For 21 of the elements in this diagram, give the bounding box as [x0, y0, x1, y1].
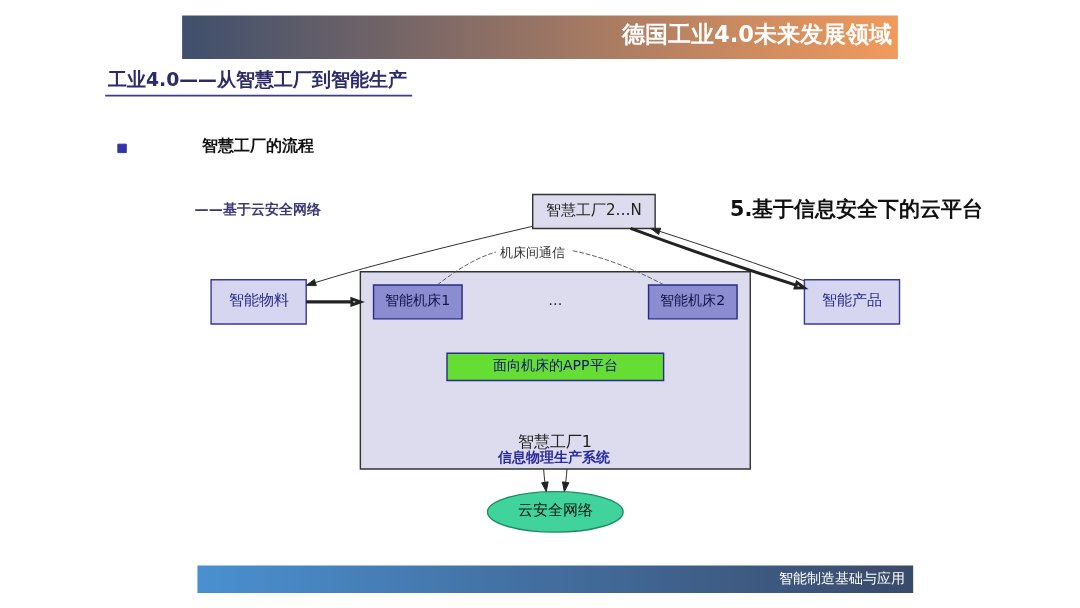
node-box: 智能机床1 [372, 284, 463, 320]
arrow [541, 468, 549, 493]
diagram-title: 德国工业4.0未来发展领域 [621, 21, 892, 48]
node-box: 智能产品 [803, 279, 901, 325]
arrow [650, 227, 805, 282]
node-ellipse: 云安全网络 [486, 490, 624, 533]
node-box: 智慧工厂2…N [532, 193, 656, 230]
node-box: 面向机床的APP平台 [446, 352, 665, 382]
arrow [630, 227, 809, 290]
label: 智慧工厂的流程 [201, 136, 314, 156]
label: ——基于云安全网络 [194, 200, 321, 217]
node-box: 智能机床2 [647, 284, 738, 320]
arrow [306, 296, 365, 307]
label: 智能制造基础与应用 [779, 569, 906, 586]
node-box: 智能物料 [210, 279, 307, 325]
arrow [562, 468, 570, 493]
arrow [305, 225, 533, 287]
edge-label: 机床间通信 [499, 245, 565, 261]
label: 5.基于信息安全下的云平台 [730, 196, 984, 221]
label: 工业4.0——从智慧工厂到智能生产 [107, 69, 407, 91]
label: … [548, 292, 563, 309]
